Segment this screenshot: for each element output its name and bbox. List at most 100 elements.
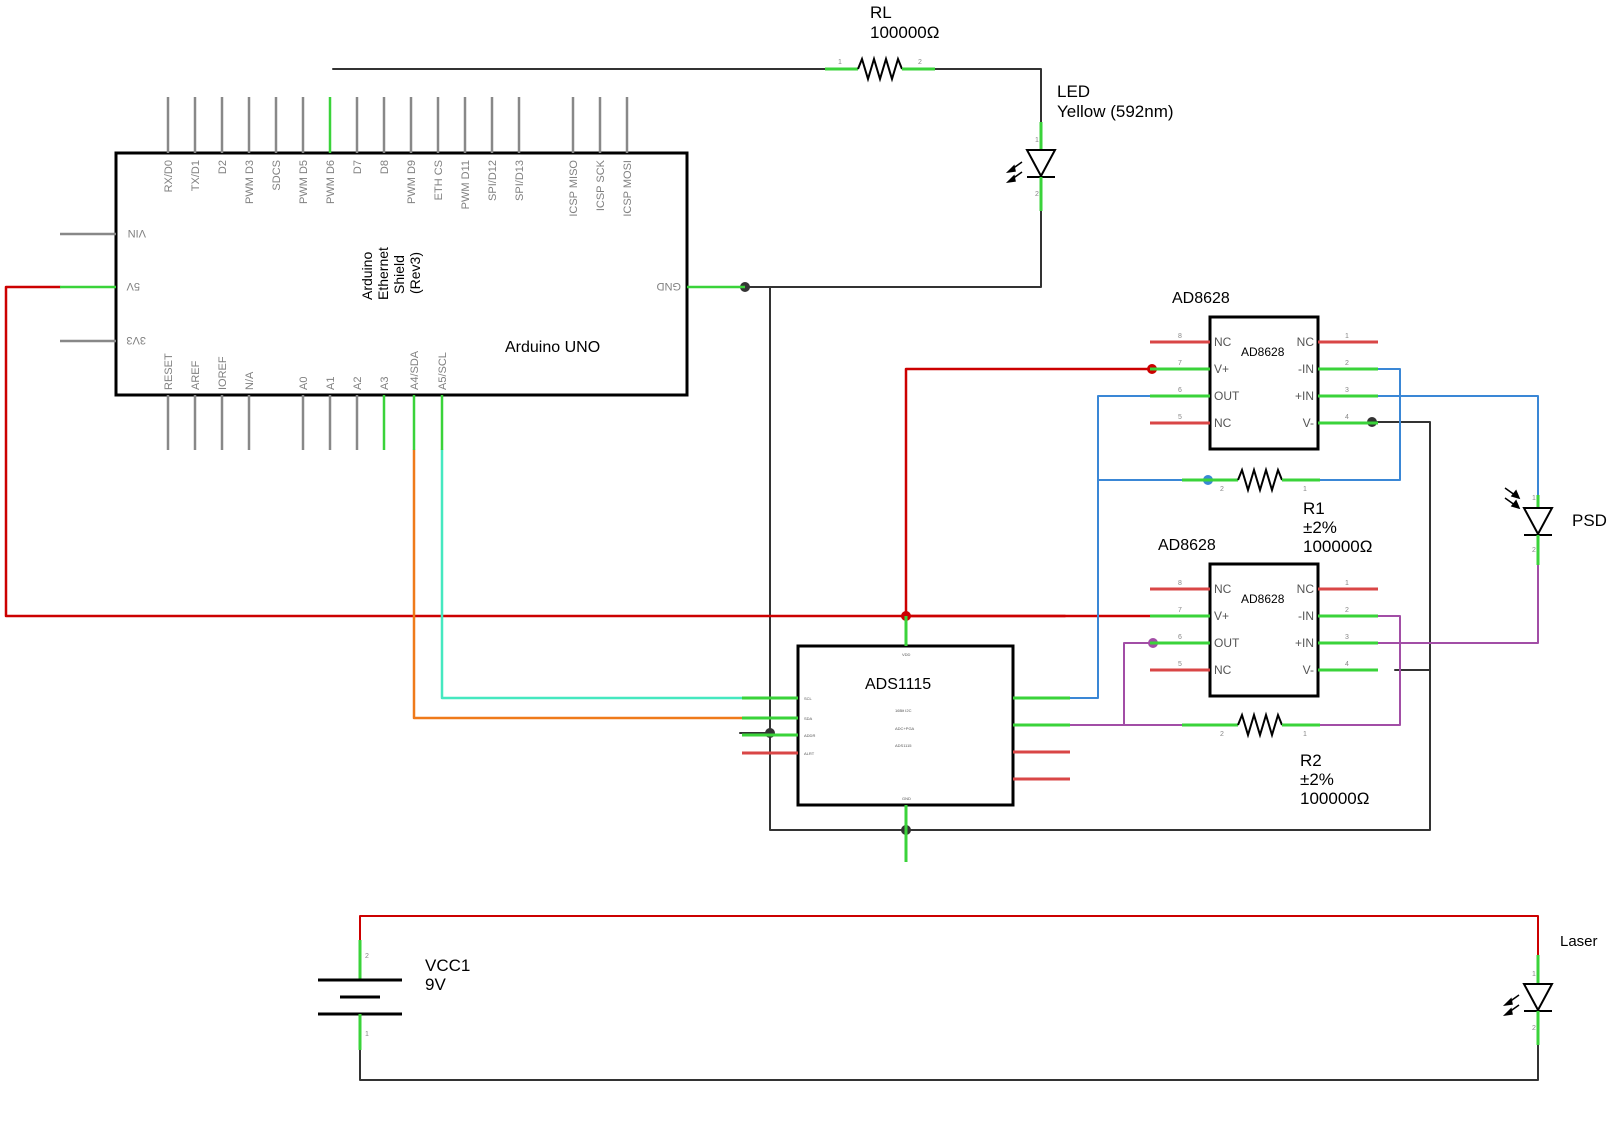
resistor-r2[interactable]: 2 1 R2 ±2% 100000Ω [1182, 711, 1369, 808]
wire-opamp1-to-ads [1069, 479, 1099, 699]
wire-opamp1-out [1097, 395, 1211, 481]
r2-name: R2 [1300, 751, 1322, 770]
rl-name: RL [870, 3, 892, 22]
pin-pwm-d5-label: PWM D5 [298, 160, 310, 204]
r1-name: R1 [1303, 499, 1325, 518]
pin-a1-label: A1 [325, 377, 337, 390]
opamp2-pin-4-num: 4 [1345, 661, 1349, 668]
shield-label-line3: Shield [391, 255, 407, 294]
opamp1-pin-in-label: +IN [1295, 389, 1314, 403]
pin-gnd-label: GND [657, 280, 682, 292]
wire-scl [440, 448, 798, 700]
adc-ads1115[interactable]: ADS1115 16Bit I2C ADC+PGA ADS1115 SCL SD… [742, 616, 1070, 862]
r2-pin1-num: 1 [1303, 731, 1307, 738]
wire-battery-to-laser [359, 915, 1539, 971]
pin-vin-label: VIN [128, 227, 146, 239]
pin-eth-cs-label: ETH CS [433, 160, 445, 200]
ads-pin-alrt-label: ALRT [804, 751, 815, 756]
laser-pin1-num: 1 [1532, 971, 1536, 978]
pin-icsp-miso-label: ICSP MISO [568, 160, 580, 217]
opamp2-pin-5-num: 5 [1178, 661, 1182, 668]
opamp2-pin-1-num: 1 [1345, 580, 1349, 587]
resistor-rl[interactable]: 1 2 RL 100000Ω [825, 3, 939, 83]
r2-zigzag [1237, 711, 1283, 739]
opamp2-title: AD8628 [1158, 537, 1216, 554]
opamp1-pin-in-label: -IN [1298, 362, 1314, 376]
shield-label-line1: Arduino [359, 252, 375, 300]
opamp1-pin-5-num: 5 [1178, 414, 1182, 421]
ads-pin-sda-label: SDA [804, 716, 813, 721]
pin-pwm-d3-label: PWM D3 [244, 160, 256, 204]
psd-incoming-light-arrows-icon [1504, 487, 1521, 510]
wire-ground-rail [744, 286, 1431, 831]
opamp1-pin-8-num: 8 [1178, 333, 1182, 340]
opamp2-pin-6-num: 6 [1178, 634, 1182, 641]
wire-5v-rail [4, 285, 1067, 618]
led-yellow[interactable]: 1 2 LED Yellow (592nm) [1005, 82, 1174, 211]
psd-triangle [1522, 507, 1554, 537]
opamp1-pin-nc-label: NC [1297, 335, 1315, 349]
ads-pin-scl-label: SCL [804, 696, 813, 701]
pin-ioref-label: IOREF [217, 356, 229, 390]
opamp1-pin-1-num: 1 [1345, 333, 1349, 340]
photodiode-psd[interactable]: 1 2 PSD [1504, 487, 1607, 565]
opamp2-pin-v-label: V+ [1214, 609, 1229, 623]
led-value: Yellow (592nm) [1057, 102, 1174, 121]
laser-diode[interactable]: 1 2 Laser [1502, 933, 1598, 1045]
arduino-board-label: Arduino UNO [505, 339, 600, 356]
opamp1-pin-4-num: 4 [1345, 414, 1349, 421]
pin-reset-label: RESET [163, 353, 175, 390]
opamp1-pin-out-label: OUT [1214, 389, 1240, 403]
laser-pin2-num: 2 [1532, 1025, 1536, 1032]
pin-pwm-d11-label: PWM D11 [460, 160, 472, 209]
ads-pin-addr-label: ADDR [804, 733, 815, 738]
pin-n-a-label: N/A [244, 371, 256, 390]
battery-pin2-num: 2 [365, 953, 369, 960]
shield-label-line2: Ethernet [375, 247, 391, 300]
laser-name: Laser [1560, 933, 1598, 950]
opamp2-pin-v-label: V- [1303, 663, 1314, 677]
r1-pin2-num: 2 [1220, 486, 1224, 493]
pin-a4-sda-label: A4/SDA [409, 350, 421, 390]
psd-name: PSD [1572, 511, 1607, 530]
pin-tx-d1-label: TX/D1 [190, 160, 202, 191]
wire-5v-to-ads [904, 367, 1153, 618]
opamp1-pin-nc-label: NC [1214, 335, 1232, 349]
r1-value: 100000Ω [1303, 537, 1372, 556]
pin-sdcs-label: SDCS [271, 160, 283, 191]
opamp1-body [1208, 315, 1320, 451]
led-pin2-num: 2 [1035, 191, 1039, 198]
rl-pin1-num: 1 [838, 59, 842, 66]
pin-icsp-sck-label: ICSP SCK [595, 159, 607, 211]
battery-value: 9V [425, 975, 446, 994]
battery-name: VCC1 [425, 956, 470, 975]
ads-inner-line3: ADS1115 [895, 743, 912, 748]
pin-a2-label: A2 [352, 377, 364, 390]
pin-a3-label: A3 [379, 377, 391, 390]
opamp2-inner-label: AD8628 [1241, 592, 1285, 606]
pin-pwm-d9-label: PWM D9 [406, 160, 418, 204]
opamp2-pin-nc-label: NC [1297, 582, 1315, 596]
pin-a5-scl-label: A5/SCL [437, 352, 449, 390]
opamp2-pin-out-label: OUT [1214, 636, 1240, 650]
opamp1-pin-3-num: 3 [1345, 387, 1349, 394]
wire-led-to-gnd [682, 210, 1042, 288]
resistor-r1[interactable]: 2 1 R1 ±2% 100000Ω [1182, 466, 1372, 556]
ads-inner-line1: 16Bit I2C [895, 708, 912, 713]
opamp1-pin-6-num: 6 [1178, 387, 1182, 394]
pin-d8-label: D8 [379, 160, 391, 174]
led-name: LED [1057, 82, 1090, 101]
r1-pin1-num: 1 [1303, 486, 1307, 493]
wire-psd-bottom [1317, 564, 1539, 644]
r1-zigzag [1237, 466, 1283, 494]
opamp2-pin-nc-label: NC [1214, 663, 1232, 677]
opamp1-pin-7-num: 7 [1178, 360, 1182, 367]
opamp1-title: AD8628 [1172, 290, 1230, 307]
battery-9v[interactable]: 2 1 VCC1 9V [318, 940, 470, 1050]
pin-spi-d12-label: SPI/D12 [487, 160, 499, 201]
psd-pin1-num: 1 [1532, 495, 1536, 502]
